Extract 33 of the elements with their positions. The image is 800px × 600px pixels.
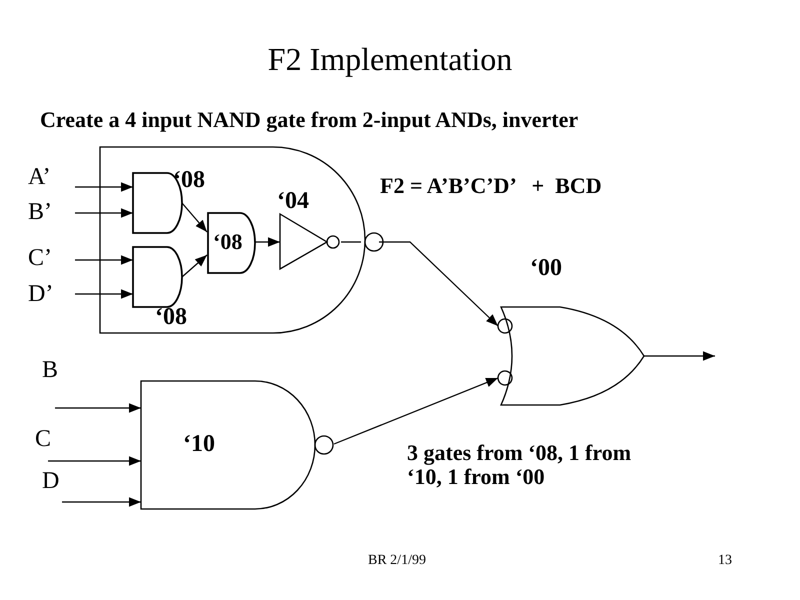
wire-arrow bbox=[379, 241, 498, 326]
footer-text: BR 2/1/99 bbox=[368, 553, 426, 568]
wire-arrow bbox=[75, 182, 133, 192]
subtitle: Create a 4 input NAND gate from 2-input ANDs, inverter bbox=[40, 108, 578, 132]
wire-arrow bbox=[182, 254, 208, 278]
input-label: C bbox=[35, 426, 52, 452]
input-label: D bbox=[42, 468, 60, 494]
wire-arrow bbox=[62, 497, 141, 507]
wire-arrow bbox=[55, 403, 141, 413]
input-label: A’ bbox=[28, 164, 51, 190]
note-text: 3 gates from ‘08, 1 from ‘10, 1 from ‘00 bbox=[407, 441, 632, 490]
input-label: B bbox=[42, 357, 58, 384]
chip-number: ‘08 bbox=[173, 167, 205, 194]
wire bbox=[341, 241, 361, 243]
wire-arrow bbox=[644, 351, 715, 361]
page-number: 13 bbox=[718, 553, 732, 568]
wire-arrow bbox=[48, 456, 141, 466]
chip-number: ‘04 bbox=[277, 188, 309, 214]
chip-number: ‘00 bbox=[530, 255, 562, 282]
slide-title: F2 Implementation bbox=[266, 42, 514, 78]
input-label: C’ bbox=[28, 245, 52, 272]
chip-number: ‘08 bbox=[213, 230, 242, 254]
wire-arrow bbox=[75, 289, 133, 299]
chip-number: ‘08 bbox=[155, 304, 187, 330]
input-label: D’ bbox=[28, 281, 54, 308]
wire-arrow bbox=[75, 208, 133, 218]
wire-arrow bbox=[334, 377, 498, 445]
input-label: B’ bbox=[28, 199, 52, 226]
chip-number: ‘10 bbox=[183, 431, 215, 458]
wire-arrow bbox=[182, 202, 208, 232]
wire-arrow bbox=[75, 255, 133, 265]
equation-text: F2 = A’B’C’D’ + BCD bbox=[380, 174, 602, 198]
wire-arrow bbox=[255, 237, 280, 247]
